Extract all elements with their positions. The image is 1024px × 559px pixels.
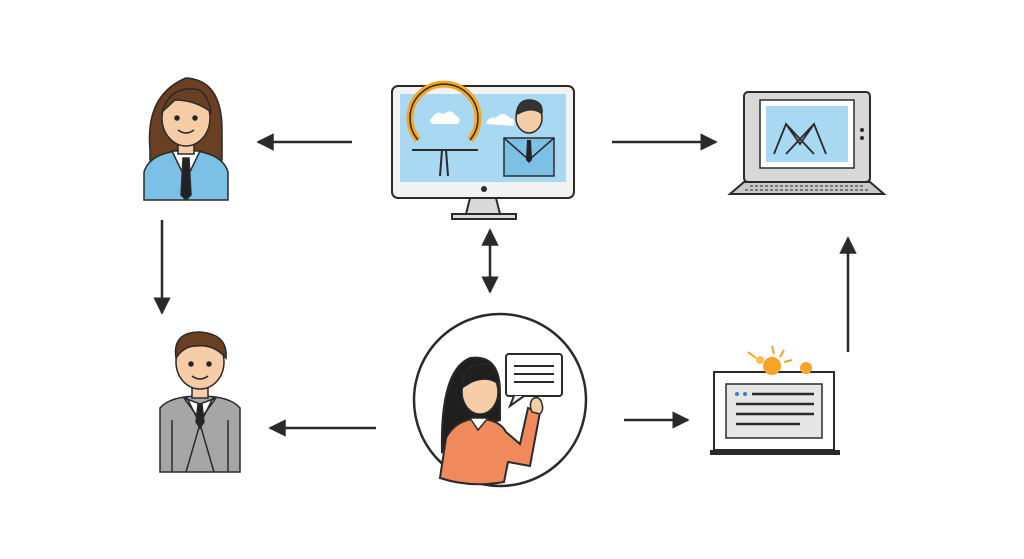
businesswoman-icon xyxy=(143,77,229,202)
desktop-monitor-icon xyxy=(391,80,575,220)
laptop-icon xyxy=(727,91,887,195)
arrows xyxy=(153,133,857,437)
businessman-icon xyxy=(159,331,241,473)
presenter-woman-icon xyxy=(412,312,588,488)
spark-decoration xyxy=(747,345,812,375)
document-screen-icon xyxy=(710,345,840,455)
